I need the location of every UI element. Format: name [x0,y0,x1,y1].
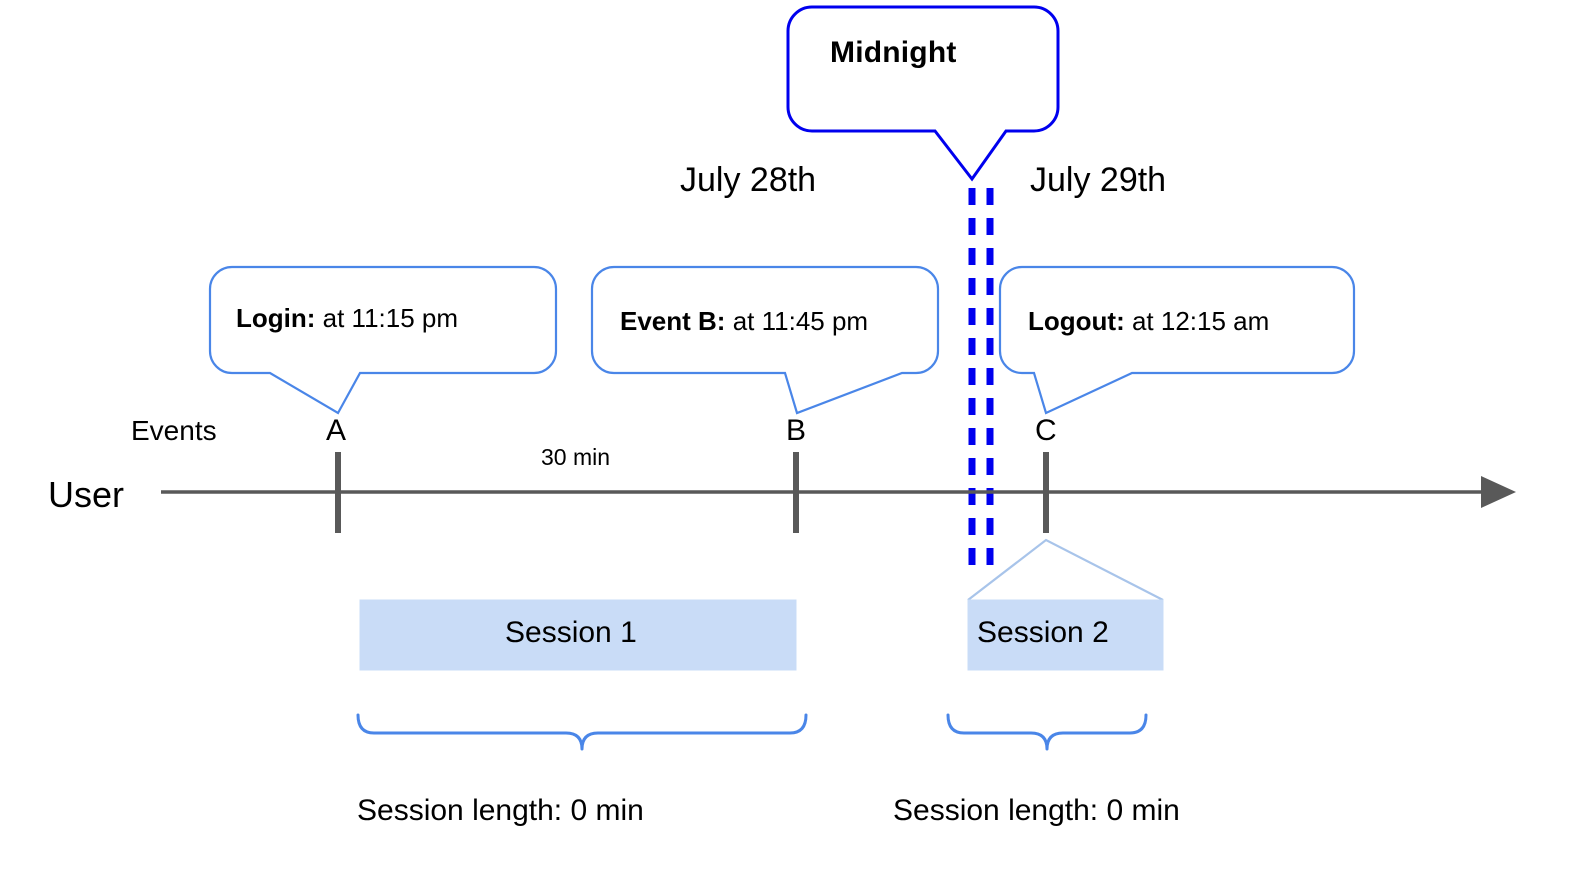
midnight-label: Midnight [830,36,957,69]
session-2-connector-lines [967,538,1164,601]
session-2-label: Session 2 [977,616,1109,649]
event-c-detail: at 12:15 am [1124,306,1270,336]
midnight-callout-shape [786,5,1060,182]
event-b-name: Event B: [620,306,726,336]
timeline-axis-arrowhead [1481,476,1516,508]
event-b-detail: at 11:45 pm [725,306,869,336]
midnight-divider [968,188,994,578]
event-callout-c-shape [998,265,1356,415]
date-label-right: July 29th [1030,161,1167,199]
event-a-name: Login: [236,303,316,333]
timeline-ticks [335,452,1049,533]
event-letter-b: B [786,414,807,447]
session-2-brace [946,713,1148,751]
event-callout-c [998,265,1356,415]
session-1-bar [359,599,797,671]
session-2-bar [967,599,1164,671]
event-callout-c-text: Logout: at 12:15 am [1028,308,1269,334]
user-row-label: User [48,474,125,515]
event-c-name: Logout: [1028,306,1125,336]
event-callout-b-shape [590,265,940,415]
event-callout-a-text: Login: at 11:15 pm [236,305,458,331]
timeline-axis [161,476,1516,508]
session-bars [359,599,1164,671]
session-1-brace [356,713,808,751]
event-callout-b [590,265,940,415]
event-callout-a-shape [208,265,558,415]
event-callout-b-text: Event B: at 11:45 pm [620,308,868,334]
event-letter-a: A [326,414,347,447]
session-braces [356,713,1148,751]
session-2-length-label: Session length: 0 min [893,794,1180,827]
event-letter-c: C [1035,414,1057,447]
event-a-detail: at 11:15 pm [315,303,459,333]
date-label-left: July 28th [680,161,817,199]
midnight-callout [786,5,1060,182]
session-1-label: Session 1 [505,616,637,649]
events-row-label: Events [131,415,217,446]
gap-duration-label: 30 min [541,444,611,470]
event-callout-a [208,265,558,415]
session-2-connector [967,538,1164,601]
session-1-length-label: Session length: 0 min [357,794,644,827]
